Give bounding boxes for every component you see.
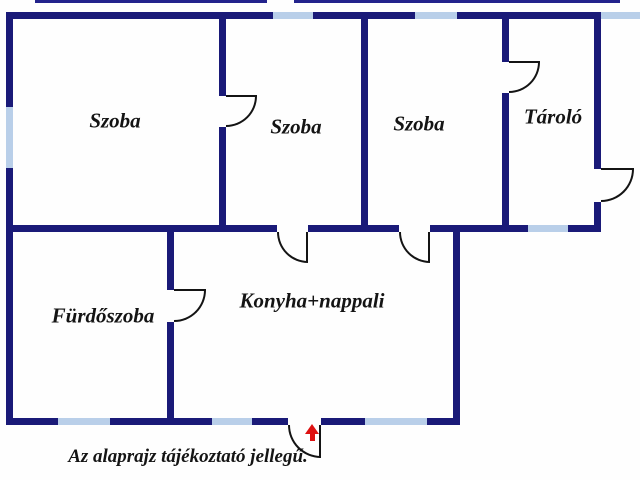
wall-segment	[502, 93, 509, 225]
wall-segment	[568, 225, 601, 232]
door-swing-arc	[174, 290, 206, 322]
wall-segment	[6, 12, 13, 107]
room-label-szoba-2: Szoba	[270, 114, 322, 139]
wall-segment	[308, 225, 399, 232]
room-label-szoba-3: Szoba	[393, 111, 445, 136]
wall-segment	[594, 202, 601, 232]
door-swing-arc	[226, 96, 257, 127]
wall-segment	[219, 127, 226, 225]
door-swing-arc	[601, 169, 634, 202]
wall-segment	[6, 12, 273, 19]
wall-segment	[321, 418, 365, 425]
wall-segment	[219, 19, 226, 96]
window	[212, 418, 252, 425]
wall-segment	[594, 12, 601, 169]
wall-segment	[6, 225, 277, 232]
room-label-tarolo: Tároló	[523, 104, 583, 129]
window	[58, 418, 110, 425]
room-label-konyha-nappali: Konyha+nappali	[239, 288, 385, 313]
window	[415, 12, 457, 19]
door-swing-arc	[277, 232, 308, 263]
caption: Az alaprajz tájékoztató jellegű.	[68, 446, 308, 467]
wall-segment	[313, 12, 415, 19]
wall-segment	[167, 232, 174, 290]
room-label-furdoszoba: Fürdőszoba	[51, 303, 155, 328]
cropped-edge-line	[35, 0, 267, 3]
wall-segment	[167, 322, 174, 418]
door-swing-arc	[399, 232, 430, 263]
wall-segment	[427, 418, 460, 425]
window	[365, 418, 427, 425]
wall-segment	[361, 19, 368, 225]
window	[6, 107, 13, 168]
door-swing-arc	[509, 62, 540, 93]
wall-segment	[252, 418, 288, 425]
entrance-arrow-stem	[310, 433, 315, 441]
wall-segment	[453, 225, 460, 425]
wall-segment	[6, 418, 58, 425]
wall-segment	[502, 19, 509, 62]
wall-segment	[430, 225, 528, 232]
window	[273, 12, 313, 19]
entrance-arrow-icon	[305, 424, 319, 434]
wall-segment	[110, 418, 212, 425]
window	[528, 225, 568, 232]
window	[601, 12, 640, 19]
wall-segment	[6, 168, 13, 425]
cropped-edge-line	[294, 0, 620, 3]
room-label-szoba-1: Szoba	[89, 108, 141, 133]
wall-segment	[457, 12, 601, 19]
